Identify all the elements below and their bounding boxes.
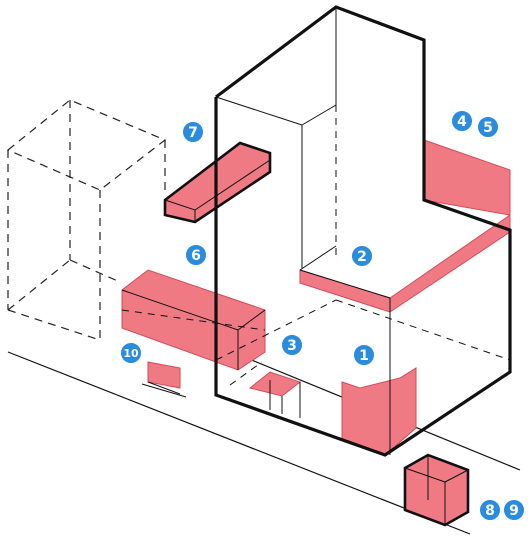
- box-8-9-outline: [403, 453, 470, 527]
- band-2: [299, 214, 511, 313]
- badge-7-circle: [181, 120, 205, 144]
- hidden-edge: [229, 361, 263, 386]
- badge-9-label: 9: [509, 503, 519, 519]
- badge-8-circle: [478, 498, 502, 522]
- hidden-edge: [215, 299, 337, 361]
- thin-edge: [299, 245, 337, 271]
- badge-5: 5: [476, 115, 500, 139]
- badge-9: 9: [502, 498, 526, 522]
- badge-8-label: 8: [485, 503, 495, 519]
- ghost-edge: [69, 259, 121, 283]
- ghost-top: [6, 99, 167, 191]
- hidden-edge: [121, 309, 266, 331]
- beam-7-outline: [163, 141, 272, 224]
- badge-2: 2: [350, 244, 374, 268]
- building-silhouette: [214, 5, 512, 457]
- badge-10: 10: [119, 341, 143, 365]
- canopy-3: [248, 371, 302, 397]
- highlight-elements: [121, 139, 511, 526]
- badge-9-circle: [502, 498, 526, 522]
- badge-4: 4: [450, 109, 474, 133]
- thin-edge: [147, 381, 181, 395]
- ghost-building: [6, 99, 167, 341]
- badge-3-label: 3: [287, 338, 297, 354]
- badge-6: 6: [184, 243, 208, 267]
- thin-edge: [404, 467, 446, 483]
- badge-3-circle: [280, 333, 304, 357]
- volume-6: [121, 269, 266, 371]
- thin-edge: [215, 96, 303, 126]
- thin-edge: [301, 104, 337, 126]
- badge-6-label: 6: [191, 248, 201, 264]
- badge-4-label: 4: [457, 114, 467, 130]
- badge-1-label: 1: [359, 348, 369, 364]
- badge-5-label: 5: [483, 120, 493, 136]
- thin-edge: [444, 469, 469, 483]
- sign-10: [147, 361, 181, 389]
- ghost-edge: [7, 309, 101, 341]
- hidden-edge: [335, 299, 511, 361]
- badge-2-circle: [350, 244, 374, 268]
- main-building-outline: [163, 5, 512, 527]
- badge-4-circle: [450, 109, 474, 133]
- badge-10-circle: [119, 341, 143, 365]
- badge-1: 1: [352, 343, 376, 367]
- badge-3: 3: [280, 333, 304, 357]
- ground-line-front: [7, 351, 471, 535]
- badge-7: 7: [181, 120, 205, 144]
- thin-edge: [299, 269, 391, 299]
- badge-1-circle: [352, 343, 376, 367]
- badges: 7 4 5 6 2 3 1 10: [119, 109, 526, 522]
- badge-6-circle: [184, 243, 208, 267]
- hidden-lines: [121, 105, 511, 386]
- ghost-edge: [7, 259, 71, 311]
- badge-8: 8: [478, 498, 502, 522]
- badge-5-circle: [476, 115, 500, 139]
- thin-edge: [141, 383, 187, 398]
- badge-2-label: 2: [357, 249, 367, 265]
- badge-7-label: 7: [188, 125, 198, 141]
- badge-10-label: 10: [123, 347, 139, 360]
